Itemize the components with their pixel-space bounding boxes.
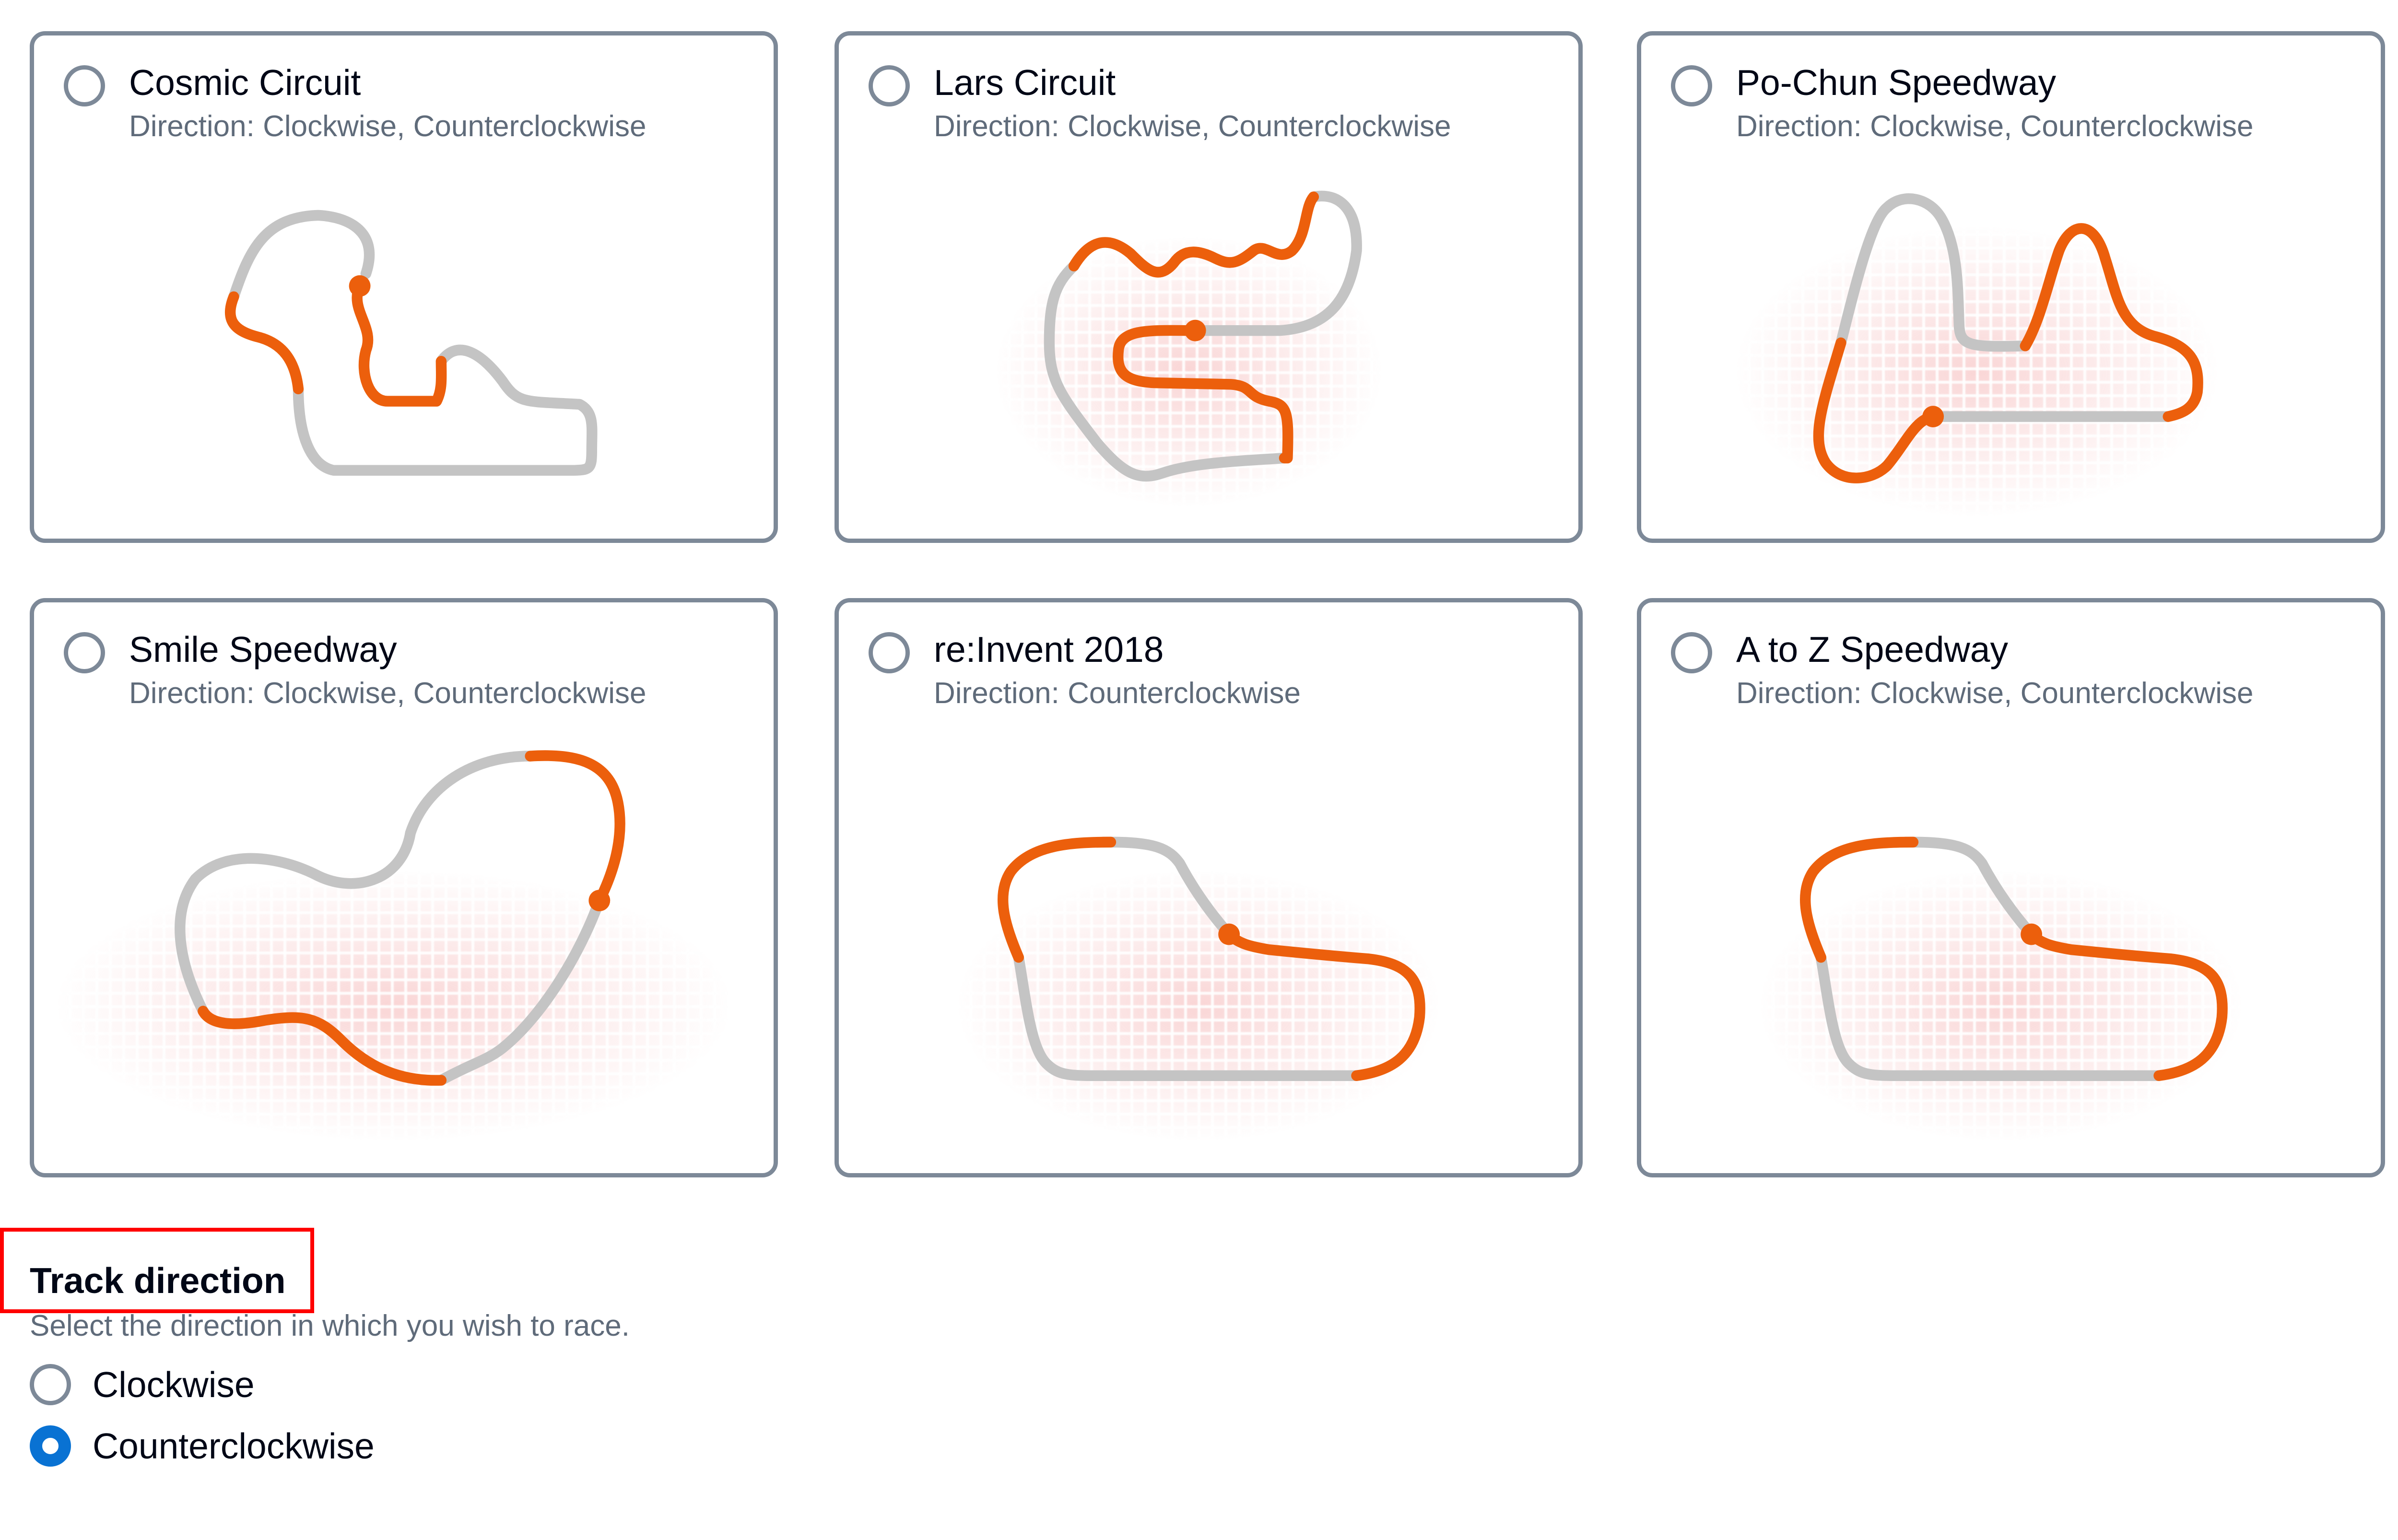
track-card-reinvent-2018[interactable]: re:Invent 2018 Direction: Counterclockwi… <box>835 598 1583 1177</box>
track-direction-info: Direction: Clockwise, Counterclockwise <box>129 677 647 710</box>
highlight-annotation-box <box>0 1228 314 1313</box>
track-radio-po-chun-speedway[interactable] <box>1671 65 1712 106</box>
start-point-icon <box>349 275 371 297</box>
track-inactive-segment <box>1835 193 2174 422</box>
track-direction-info: Direction: Clockwise, Counterclockwise <box>1736 110 2254 143</box>
track-active-segment <box>998 836 1425 1082</box>
track-active-segment <box>1800 836 2228 1082</box>
start-point-icon <box>1184 319 1206 341</box>
track-map-icon <box>1044 190 1362 482</box>
map-background <box>1737 227 2217 515</box>
counterclockwise-radio[interactable] <box>30 1425 71 1467</box>
start-point-icon <box>1922 406 1944 427</box>
track-radio-lars-circuit[interactable] <box>869 65 910 106</box>
track-name: A to Z Speedway <box>1736 629 2009 670</box>
track-inactive-segment <box>228 210 598 476</box>
track-inactive-segment <box>175 751 605 1086</box>
track-direction-description: Select the direction in which you wish t… <box>30 1309 630 1342</box>
track-map-icon <box>1800 836 2228 1082</box>
track-radio-smile-speedway[interactable] <box>64 632 105 673</box>
track-map-icon <box>175 750 625 1086</box>
track-direction-info: Direction: Clockwise, Counterclockwise <box>1736 677 2254 710</box>
track-radio-reinvent-2018[interactable] <box>869 632 910 673</box>
track-name: Lars Circuit <box>934 62 1116 103</box>
track-inactive-segment <box>1013 836 1362 1082</box>
clockwise-radio[interactable] <box>30 1364 71 1405</box>
track-direction-heading: Track direction <box>30 1260 286 1301</box>
track-card-smile-speedway[interactable]: Smile Speedway Direction: Clockwise, Cou… <box>30 598 778 1177</box>
start-point-icon <box>2021 923 2043 945</box>
track-card-po-chun-speedway[interactable]: Po-Chun Speedway Direction: Clockwise, C… <box>1637 31 2385 543</box>
track-direction-info: Direction: Clockwise, Counterclockwise <box>934 110 1451 143</box>
track-direction-info: Direction: Clockwise, Counterclockwise <box>129 110 647 143</box>
track-map-icon <box>998 836 1425 1082</box>
track-inactive-segment <box>1044 190 1362 482</box>
track-card-cosmic-circuit[interactable]: Cosmic Circuit Direction: Clockwise, Cou… <box>30 31 778 543</box>
track-active-segment <box>1813 223 2203 483</box>
start-point-icon <box>1218 923 1240 945</box>
counterclockwise-label[interactable]: Counterclockwise <box>93 1426 375 1466</box>
track-name: Po-Chun Speedway <box>1736 62 2057 103</box>
map-background <box>959 871 1438 1140</box>
map-background <box>1761 871 2241 1140</box>
track-name: Smile Speedway <box>129 629 397 670</box>
track-radio-cosmic-circuit[interactable] <box>64 65 105 106</box>
track-card-a-to-z-speedway[interactable]: A to Z Speedway Direction: Clockwise, Co… <box>1637 598 2385 1177</box>
track-name: re:Invent 2018 <box>934 629 1164 670</box>
track-map-icon <box>224 210 598 476</box>
map-background <box>58 871 729 1140</box>
track-map-icon <box>1813 193 2203 483</box>
clockwise-label[interactable]: Clockwise <box>93 1364 255 1405</box>
start-point-icon <box>588 890 611 912</box>
track-card-lars-circuit[interactable]: Lars Circuit Direction: Clockwise, Count… <box>835 31 1583 543</box>
track-active-segment <box>224 281 447 407</box>
track-inactive-segment <box>1815 836 2164 1082</box>
track-direction-info: Direction: Counterclockwise <box>934 677 1301 710</box>
track-active-segment <box>198 750 625 1086</box>
track-name: Cosmic Circuit <box>129 62 361 103</box>
track-radio-a-to-z-speedway[interactable] <box>1671 632 1712 673</box>
track-active-segment <box>1068 191 1319 464</box>
